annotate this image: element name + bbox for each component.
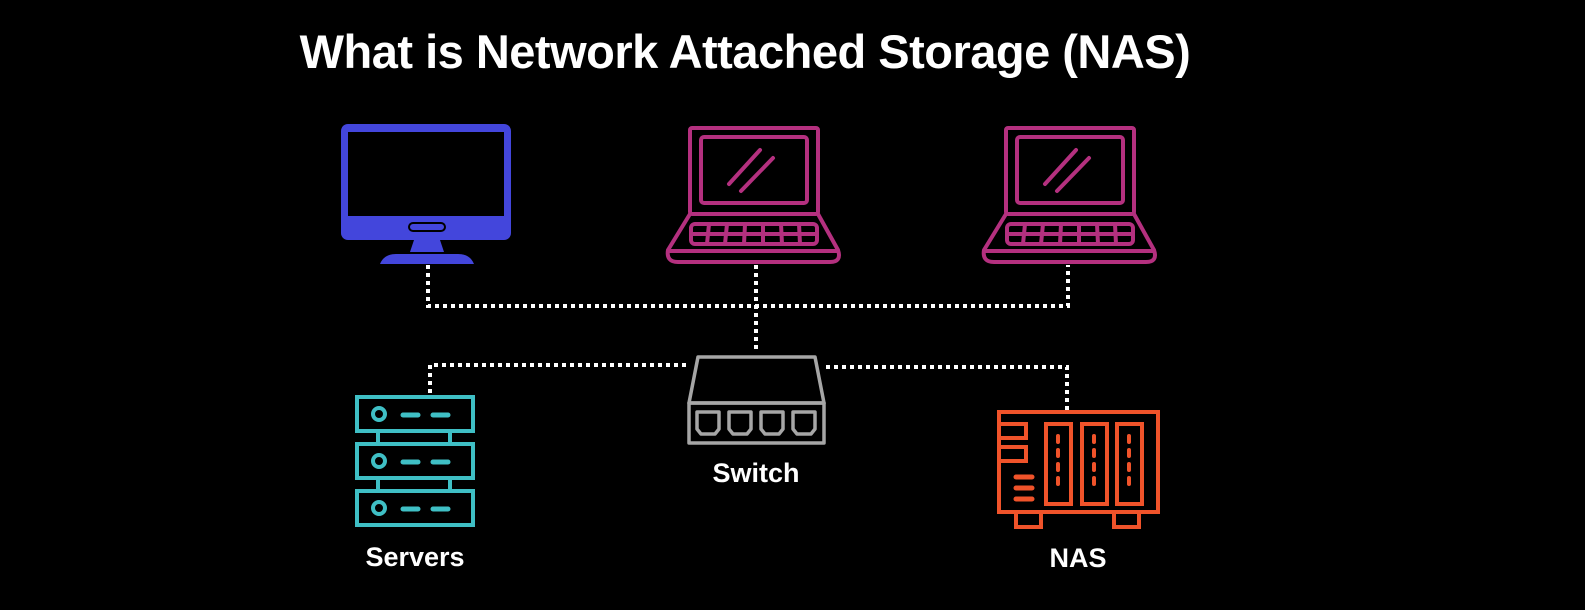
laptop-icon — [665, 126, 841, 264]
servers-label: Servers — [365, 542, 465, 572]
diagram-title: What is Network Attached Storage (NAS) — [299, 25, 1191, 78]
connector-switch-nas — [826, 365, 1069, 410]
connector-desktop-bus — [426, 265, 1070, 308]
nas-device-icon — [997, 410, 1160, 529]
server-rack-icon — [355, 395, 475, 527]
connectors — [426, 265, 1070, 410]
connector-switch-servers — [428, 363, 686, 396]
laptop-icon — [981, 126, 1157, 264]
desktop-monitor-icon — [341, 124, 511, 264]
network-switch-icon — [687, 355, 826, 445]
nas-label: NAS — [1049, 543, 1107, 573]
switch-label: Switch — [712, 458, 800, 488]
